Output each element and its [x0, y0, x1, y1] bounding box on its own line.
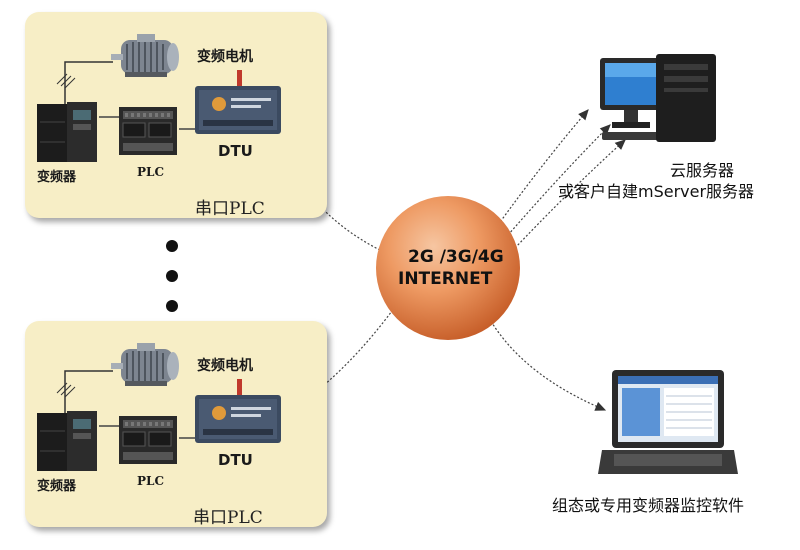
- continuation-dot: [166, 240, 178, 252]
- panel-caption: 串口PLC: [193, 508, 263, 528]
- motor-label: 变频电机: [197, 358, 253, 374]
- inverter-label: 变频器: [37, 479, 77, 494]
- arrow-globe-to-dtu-bottom: [291, 299, 401, 411]
- watermark: jingyan.baidu.com: [612, 517, 723, 531]
- continuation-dot: [166, 270, 178, 282]
- network-type-label: 2G /3G/4G: [408, 247, 504, 267]
- motor-label: 变频电机: [197, 49, 253, 65]
- monitoring-software-label: 组态或专用变频器监控软件: [552, 496, 745, 515]
- internet-label: INTERNET: [398, 269, 493, 289]
- panel-caption: 串口PLC: [195, 199, 265, 219]
- plc-label: PLC: [137, 474, 165, 488]
- inverter-icon: [37, 102, 97, 162]
- server-computer-icon: [600, 54, 716, 142]
- dtu-label: DTU: [218, 142, 253, 160]
- cloud-server-label: 云服务器: [670, 161, 735, 180]
- dtu-icon: [195, 70, 281, 134]
- dtu-icon: [195, 379, 281, 443]
- continuation-dot: [166, 300, 178, 312]
- arrow-globe-to-server-2: [507, 124, 611, 236]
- monitoring-laptop-icon: [598, 370, 738, 474]
- plc-site-panel-bottom: 变频电机 变频器 PLC DTU 串口PLC: [25, 321, 327, 528]
- custom-server-label: 或客户自建mServer服务器: [558, 182, 755, 201]
- plc-icon: [119, 416, 177, 464]
- serial-link-inverter-plc: [99, 425, 119, 427]
- plc-icon: [119, 107, 177, 155]
- motor-icon: [111, 34, 179, 77]
- cable-icon: [56, 61, 113, 104]
- arrow-globe-to-server-1: [497, 109, 589, 226]
- dtu-label: DTU: [218, 451, 253, 469]
- internet-globe-icon: [376, 196, 520, 340]
- cable-icon: [56, 370, 113, 413]
- plc-label: PLC: [137, 165, 165, 179]
- inverter-label: 变频器: [37, 170, 77, 185]
- inverter-icon: [37, 411, 97, 471]
- serial-link-inverter-plc: [99, 116, 119, 118]
- plc-site-panel-top: 变频电机 变频器 PLC DTU 串口PLC: [25, 12, 327, 219]
- motor-icon: [111, 343, 179, 386]
